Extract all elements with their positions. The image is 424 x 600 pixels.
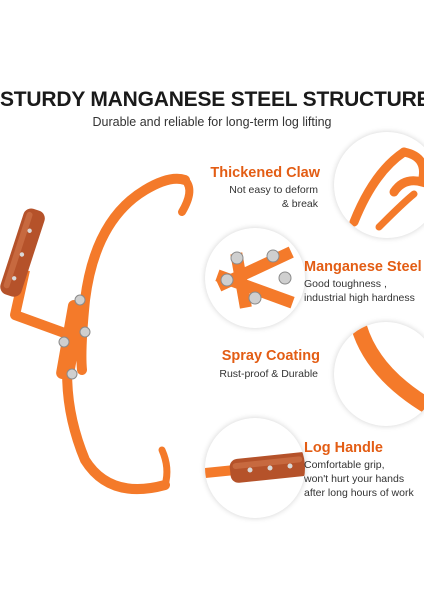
feature-log-handle-desc-3: after long hours of work [304,487,414,499]
feature-thickened-claw-desc-2: & break [281,198,318,210]
claw-closeup-icon [334,132,424,238]
feature-log-handle-title: Log Handle [304,440,383,456]
feature-spray-coating-title: Spray Coating [221,348,320,364]
coating-closeup-icon [334,322,424,426]
log-tong-illustration [0,150,210,590]
page-title: STURDY MANGANESE STEEL STRUCTURE [0,88,424,111]
page-subtitle: Durable and reliable for long-term log l… [92,115,332,129]
feature-thickened-claw-title: Thickened Claw [210,165,320,181]
feature-manganese-steel-desc-2: industrial high hardness [304,292,415,304]
feature-log-handle-desc-1: Comfortable grip, [304,459,385,471]
feature-spray-coating-desc-1: Rust-proof & Durable [219,368,318,380]
wood-handle-closeup-icon [205,418,305,518]
feature-thickened-claw-desc-1: Not easy to deform [229,184,318,196]
feature-log-handle-desc-2: won't hurt your hands [304,473,405,485]
feature-manganese-steel-desc-1: Good toughness , [304,278,387,290]
feature-manganese-steel-title: Manganese Steel [304,259,422,275]
steel-links-closeup-icon [205,228,305,328]
